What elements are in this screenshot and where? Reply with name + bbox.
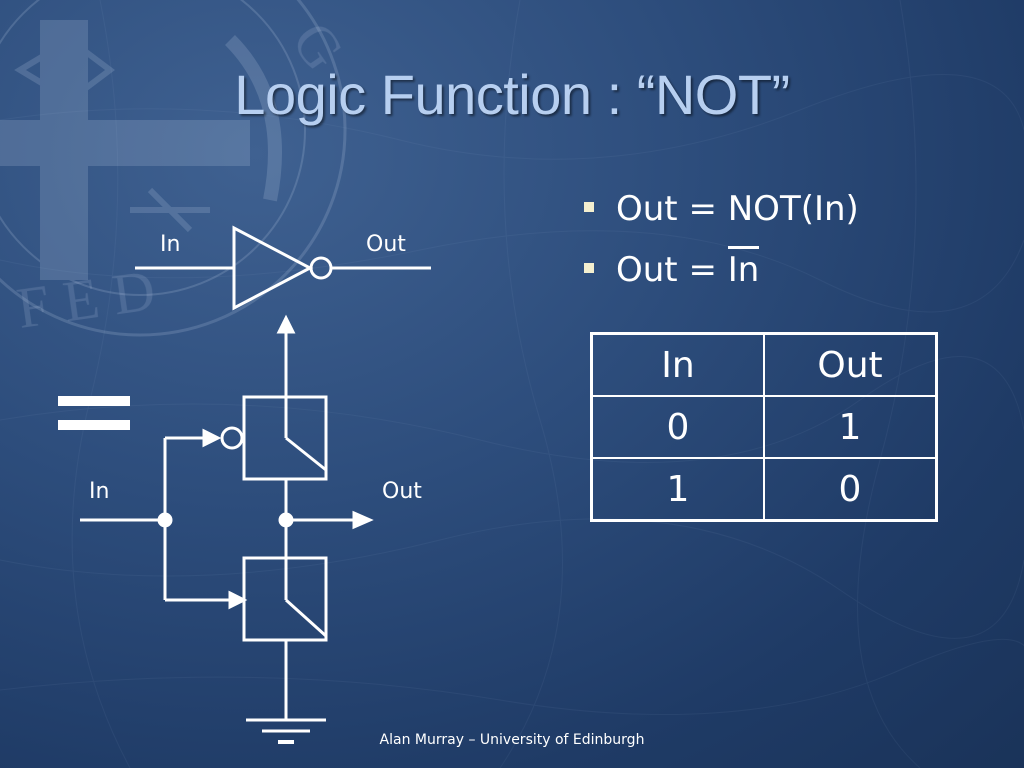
table-header-cell: In	[590, 332, 765, 397]
footer: Alan Murray – University of Edinburgh	[379, 732, 645, 748]
ground-icon	[246, 718, 326, 744]
circuit-output-label: Out	[382, 479, 422, 504]
gate-output-label: Out	[366, 232, 406, 257]
bullet-marker	[584, 262, 594, 273]
gate-input-label: In	[160, 232, 181, 257]
table-cell: 0	[763, 457, 938, 522]
transistor-circuit	[80, 314, 374, 720]
bullet-item: Out = In	[584, 246, 760, 290]
table-header-cell: Out	[763, 332, 938, 397]
bullet-prefix: Out =	[616, 189, 728, 229]
slide-title: Logic Function : “NOT”	[234, 63, 790, 126]
table-cell: 1	[590, 457, 765, 522]
truth-table: In Out 0 1 1 0	[590, 332, 938, 522]
table-cell: 1	[763, 395, 938, 459]
not-gate-icon	[135, 225, 431, 311]
bullet-item: Out = NOT(In)	[584, 189, 859, 229]
table-row: 1 0	[590, 457, 938, 522]
bullet-prefix: Out =	[616, 250, 728, 290]
bullet-marker	[584, 201, 594, 212]
table-cell: 0	[590, 395, 765, 459]
table-header-row: In Out	[590, 332, 938, 397]
equals-sign-icon	[58, 396, 130, 430]
overline-value: In	[727, 246, 760, 290]
circuit-input-label: In	[89, 479, 110, 504]
table-row: 0 1	[590, 395, 938, 459]
university-crest: F E D G	[0, 0, 357, 341]
bullet-value: NOT(In)	[727, 189, 859, 229]
